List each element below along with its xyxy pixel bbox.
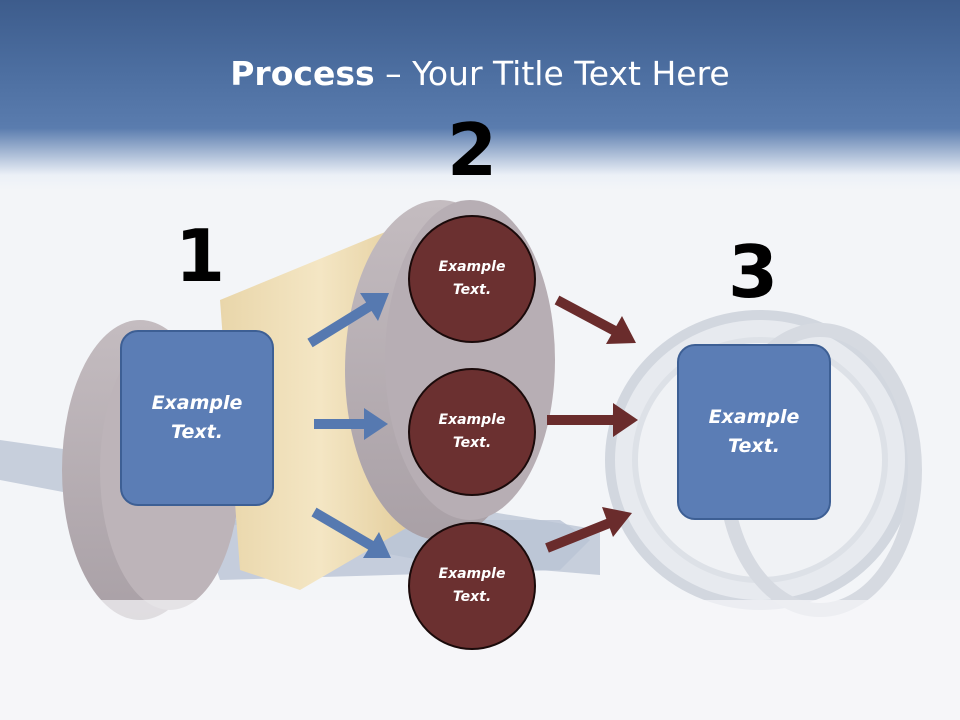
- step-2-circle-bottom: Example Text.: [408, 522, 536, 650]
- arrow-blue-right: [314, 408, 388, 440]
- slide-title: Process – Your Title Text Here: [0, 52, 960, 96]
- step-1-box: Example Text.: [120, 330, 274, 506]
- arrow-blue-up: [307, 293, 389, 348]
- step-2-circle-top: Example Text.: [408, 215, 536, 343]
- step-2-circle-middle: Example Text.: [408, 368, 536, 496]
- arrow-red-down: [554, 295, 636, 344]
- arrow-red-right: [547, 403, 638, 437]
- step-number-2: 2: [446, 108, 498, 192]
- step-number-3: 3: [727, 230, 779, 314]
- step-3-box: Example Text.: [677, 344, 831, 520]
- title-band: [0, 0, 960, 190]
- arrow-blue-down: [311, 507, 391, 558]
- arrow-red-up: [545, 507, 632, 553]
- title-rest-part: – Your Title Text Here: [374, 54, 730, 93]
- title-bold-part: Process: [230, 54, 375, 93]
- step-number-1: 1: [174, 214, 226, 298]
